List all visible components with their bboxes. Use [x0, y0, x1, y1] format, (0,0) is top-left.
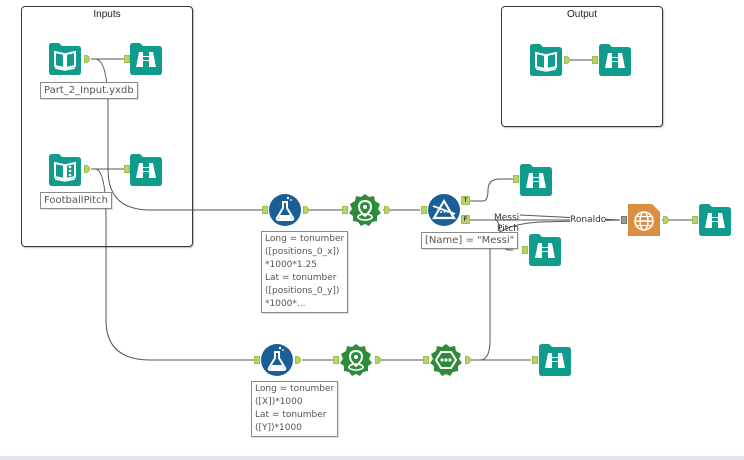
binoculars-icon [599, 44, 631, 76]
tool-annotation: FootballPitch [40, 192, 112, 209]
output-anchor[interactable] [295, 356, 301, 364]
multi-input-anchor[interactable] [621, 216, 627, 224]
browse-tool[interactable] [520, 164, 552, 196]
input-data-tool[interactable] [49, 43, 81, 75]
input-anchor[interactable] [423, 356, 429, 364]
binoculars-icon [699, 204, 731, 236]
input-anchor[interactable] [124, 55, 130, 63]
book-icon [49, 154, 81, 186]
binoculars-icon [529, 234, 561, 266]
input-anchor[interactable] [262, 206, 268, 214]
tool-annotation: Part_2_Input.yxdb [40, 82, 138, 99]
browse-tool[interactable] [699, 204, 731, 236]
tool-annotation: [Name] = "Messi" [421, 232, 519, 249]
browse-tool[interactable] [539, 344, 571, 376]
report-map-tool[interactable] [628, 204, 660, 236]
browse-tool[interactable] [130, 43, 162, 75]
filter-tool[interactable] [428, 194, 460, 226]
browse-tool[interactable] [130, 154, 162, 186]
tool-annotation: Long = tonumber ([X])*1000 Lat = tonumbe… [251, 381, 339, 437]
connection [94, 58, 262, 211]
container-title: Output [566, 9, 598, 20]
status-bar [0, 456, 744, 460]
input-anchor[interactable] [421, 206, 427, 214]
container-inputs[interactable]: Inputs [21, 6, 193, 247]
formula-tool[interactable] [269, 194, 301, 226]
filter-false-anchor[interactable]: F [461, 215, 470, 224]
connection [94, 168, 255, 361]
connection-label-ronaldo: Ronaldo [570, 215, 607, 225]
input-anchor[interactable] [333, 356, 339, 364]
browse-tool[interactable] [529, 234, 561, 266]
container-output[interactable]: Output [501, 6, 663, 127]
input-data-tool[interactable] [49, 154, 81, 186]
output-anchor[interactable] [84, 165, 90, 173]
input-anchor[interactable] [692, 216, 698, 224]
output-anchor[interactable] [384, 206, 390, 214]
input-anchor[interactable] [342, 206, 348, 214]
input-anchor[interactable] [592, 56, 598, 64]
flask-icon [269, 194, 301, 226]
container-title: Inputs [93, 9, 121, 20]
browse-tool[interactable] [599, 44, 631, 76]
flask-icon [261, 344, 293, 376]
output-anchor[interactable] [663, 216, 669, 224]
connection [466, 219, 621, 361]
input-anchor[interactable] [522, 246, 528, 254]
globe-icon [628, 204, 660, 236]
create-points-tool[interactable] [340, 344, 372, 376]
input-anchor[interactable] [513, 175, 519, 183]
output-anchor[interactable] [564, 56, 570, 64]
book-icon [49, 43, 81, 75]
binoculars-icon [130, 154, 162, 186]
output-anchor[interactable] [84, 55, 90, 63]
connection-label-messi: Messi [494, 213, 520, 223]
binoculars-icon [539, 344, 571, 376]
filter-true-anchor[interactable]: T [461, 196, 470, 205]
connection [469, 178, 513, 202]
map-pin-icon [340, 344, 372, 376]
output-anchor[interactable] [465, 356, 471, 364]
output-anchor[interactable] [375, 356, 381, 364]
poly-build-icon [430, 344, 462, 376]
poly-build-tool[interactable] [430, 344, 462, 376]
input-data-tool[interactable] [530, 44, 562, 76]
input-anchor[interactable] [124, 165, 130, 173]
input-anchor[interactable] [532, 356, 538, 364]
create-points-tool[interactable] [349, 194, 381, 226]
tool-annotation: Long = tonumber ([positions_0_x]) *1000*… [261, 231, 349, 313]
input-anchor[interactable] [254, 356, 260, 364]
binoculars-icon [520, 164, 552, 196]
binoculars-icon [130, 43, 162, 75]
book-icon [530, 44, 562, 76]
output-anchor[interactable] [303, 206, 309, 214]
filter-icon [428, 194, 460, 226]
map-pin-icon [349, 194, 381, 226]
formula-tool[interactable] [261, 344, 293, 376]
connection-label-pitch: Pitch [497, 224, 519, 234]
